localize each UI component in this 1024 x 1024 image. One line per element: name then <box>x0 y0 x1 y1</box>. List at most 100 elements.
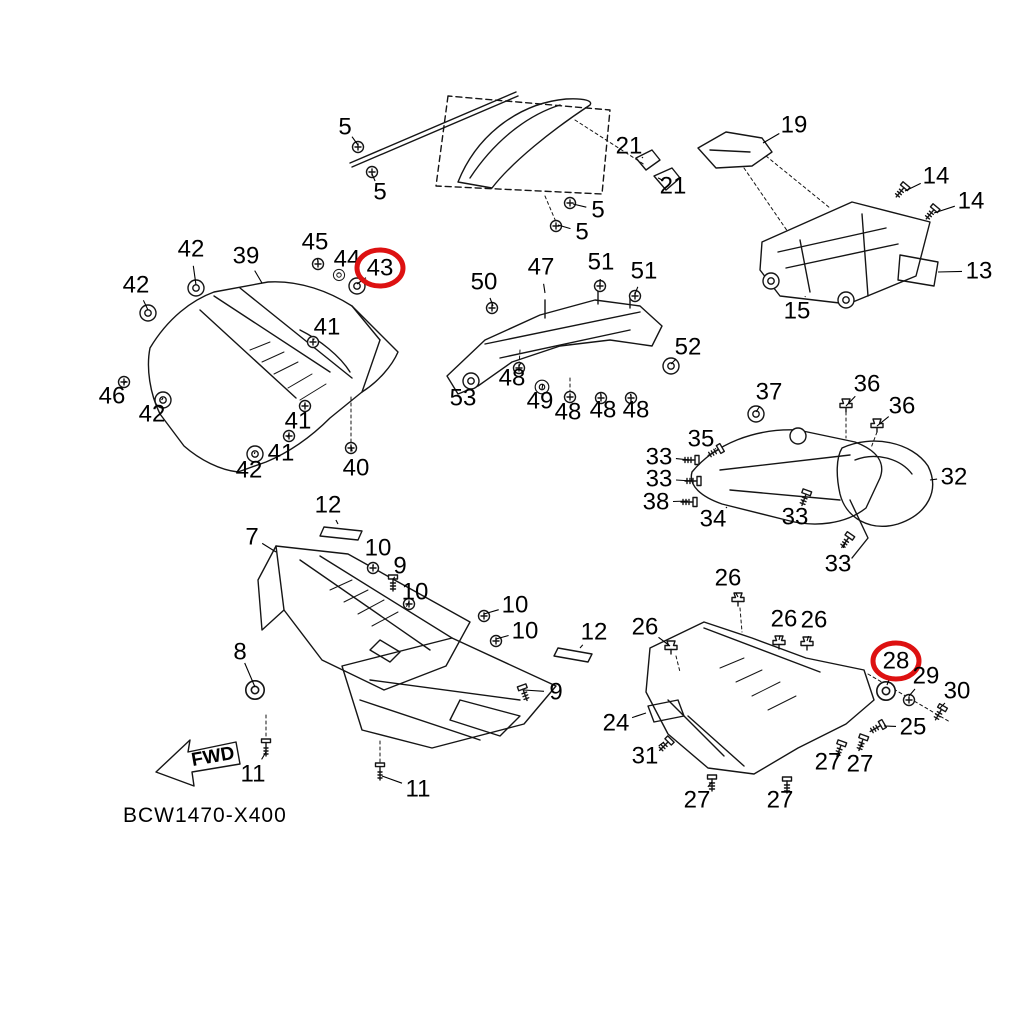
callout-40: 40 <box>343 455 370 482</box>
leader-line-9 <box>523 689 545 692</box>
leader-line-10 <box>483 609 499 615</box>
callout-37: 37 <box>756 379 783 406</box>
side-cover-art <box>645 592 951 794</box>
leader-line-48 <box>629 393 632 397</box>
callout-5: 5 <box>591 197 604 224</box>
leader-line-5 <box>371 173 376 182</box>
callout-14: 14 <box>923 163 950 190</box>
leader-line-38 <box>672 500 689 503</box>
leader-line-36 <box>876 416 890 427</box>
callout-30: 30 <box>944 678 971 705</box>
callout-51: 51 <box>631 258 658 285</box>
leader-line-21 <box>641 156 644 159</box>
leader-line-32 <box>929 478 938 481</box>
callout-31: 31 <box>632 743 659 770</box>
callout-34: 34 <box>700 506 727 533</box>
leader-line-30 <box>939 702 946 709</box>
leader-line-5 <box>351 136 359 146</box>
leader-line-35 <box>714 447 717 450</box>
leader-line-14 <box>904 182 921 192</box>
leader-line-46 <box>123 380 127 384</box>
leader-line-5 <box>572 203 587 208</box>
leader-line-52 <box>670 358 677 365</box>
leader-line-29 <box>908 688 916 697</box>
callout-45: 45 <box>302 229 329 256</box>
callout-33: 33 <box>646 444 673 471</box>
leader-line-34 <box>725 506 728 509</box>
callout-32: 32 <box>941 464 968 491</box>
leader-line-12 <box>579 644 584 649</box>
callout-14: 14 <box>958 188 985 215</box>
callout-9: 9 <box>549 679 562 706</box>
callout-36: 36 <box>889 393 916 420</box>
leader-line-41 <box>303 403 306 406</box>
callout-52: 52 <box>675 334 702 361</box>
callout-10: 10 <box>502 592 529 619</box>
leader-line-45 <box>316 258 319 263</box>
callout-21: 21 <box>660 173 687 200</box>
leader-line-42 <box>253 451 256 455</box>
leader-line-9 <box>392 576 396 581</box>
leader-line-47 <box>543 283 546 294</box>
leader-line-26 <box>778 635 781 641</box>
callout-38: 38 <box>643 489 670 516</box>
callout-27: 27 <box>767 787 794 814</box>
callout-42: 42 <box>139 401 166 428</box>
leader-line-14 <box>933 205 955 214</box>
leader-line-10 <box>405 601 410 607</box>
fwd-arrow-icon: FWD <box>155 739 241 787</box>
leader-line-36 <box>845 395 856 407</box>
callout-43: 43 <box>367 255 394 282</box>
callout-19: 19 <box>781 112 808 139</box>
callout-5: 5 <box>575 219 588 246</box>
callout-41: 41 <box>314 314 341 341</box>
leader-line-13 <box>937 270 963 273</box>
leader-line-7 <box>261 542 277 553</box>
callout-7: 7 <box>245 524 258 551</box>
callout-11: 11 <box>241 761 266 788</box>
leader-line-5 <box>557 224 571 230</box>
windscreen-assembly-art <box>349 91 646 233</box>
callout-26: 26 <box>801 607 828 634</box>
callout-10: 10 <box>512 618 539 645</box>
callout-27: 27 <box>815 749 842 776</box>
callout-41: 41 <box>285 408 312 435</box>
leader-line-33 <box>801 499 804 502</box>
callout-42: 42 <box>123 272 150 299</box>
callout-36: 36 <box>854 371 881 398</box>
leader-line-51 <box>634 286 639 295</box>
callout-10: 10 <box>365 535 392 562</box>
callout-33: 33 <box>825 551 852 578</box>
leader-line-19 <box>762 133 780 144</box>
callout-33: 33 <box>782 504 809 531</box>
callout-5: 5 <box>338 114 351 141</box>
callout-28: 28 <box>883 648 910 675</box>
leader-line-11 <box>381 775 403 784</box>
callout-26: 26 <box>715 565 742 592</box>
leader-line-40 <box>350 445 353 452</box>
callout-10: 10 <box>402 579 429 606</box>
callout-26: 26 <box>632 614 659 641</box>
leader-line-10 <box>495 634 509 640</box>
callout-42: 42 <box>236 457 263 484</box>
leader-line-42 <box>192 265 197 286</box>
leader-line-21 <box>657 177 663 181</box>
callout-46: 46 <box>99 383 126 410</box>
leader-line-26 <box>658 636 671 647</box>
callout-9: 9 <box>393 553 406 580</box>
leader-line-50 <box>489 297 494 307</box>
callout-27: 27 <box>684 787 711 814</box>
leader-line-24 <box>631 712 647 719</box>
leader-line-42 <box>161 397 164 401</box>
callout-48: 48 <box>555 399 582 426</box>
leader-line-37 <box>755 406 761 413</box>
under-cowl-art <box>244 526 593 781</box>
leader-line-26 <box>806 635 810 642</box>
callout-8: 8 <box>233 639 246 666</box>
leader-line-33 <box>842 542 846 549</box>
leader-line-42 <box>142 300 149 311</box>
leader-line-49 <box>541 384 544 390</box>
fwd-label: FWD <box>190 743 236 771</box>
